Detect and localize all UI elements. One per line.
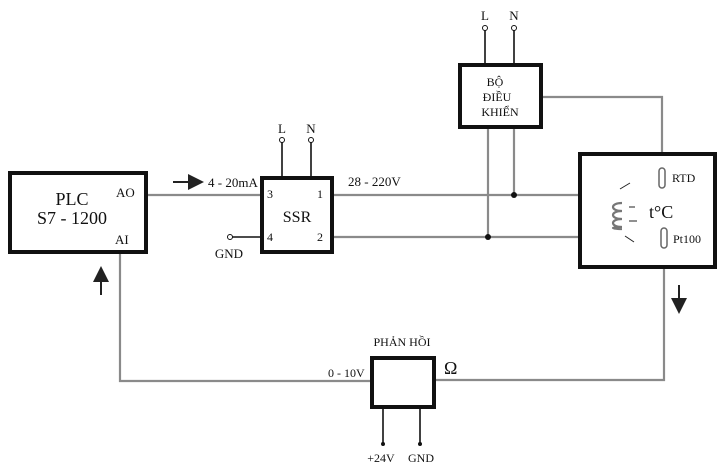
junction-dot [511,192,517,198]
rtd-sensor-icon [658,167,666,189]
pt100-wire [434,248,666,382]
controller-l-label: L [481,8,489,23]
gnd-terminal-icon [227,234,233,240]
plc-ai-label: AI [115,232,129,247]
signal-label: 4 - 20mA [208,175,258,190]
ssr-pin-2: 2 [317,230,323,244]
oven-box [578,152,717,269]
terminal-icon [279,137,285,143]
ssr-gnd-label: GND [215,246,243,261]
plc-model: S7 - 1200 [37,208,107,228]
terminal-icon [418,442,422,446]
ohm-symbol: Ω [444,358,457,378]
controller-label-1: BỘ [487,75,504,89]
feedback-gnd-label: GND [408,451,434,465]
terminal-icon [308,137,314,143]
pt100-label: Pt100 [673,232,701,246]
feedback-output-label: 0 - 10V [328,366,365,380]
heater-coil-icon [611,201,623,231]
rtd-wire [541,95,664,168]
terminal-icon [482,25,488,31]
ssr-pin-1: 1 [317,187,323,201]
ssr-l-label: L [278,121,286,136]
plc-title: PLC [55,189,88,209]
controller-box [458,63,543,129]
controller-label-2: ĐIỀU [483,89,512,104]
feedback-box [370,356,436,409]
terminal-icon [511,25,517,31]
plc-box [8,171,148,254]
feedback-title: PHẢN HỒI [374,334,431,349]
ssr-box [260,176,334,254]
controller-n-label: N [509,8,519,23]
feedback-wire [118,253,371,383]
junction-dot [485,234,491,240]
load-voltage-label: 28 - 220V [348,174,401,189]
supply-label: +24V [367,451,395,465]
terminal-icon [381,442,385,446]
ssr-pin-4: 4 [267,230,273,244]
oven-temp-label: t°C [649,202,673,222]
plc-ao-label: AO [116,185,135,200]
ssr-title: SSR [283,209,312,226]
pt100-sensor-icon [660,227,668,249]
ssr-pin-3: 3 [267,187,273,201]
rtd-label: RTD [672,171,696,185]
controller-label-3: KHIỂN [481,104,519,119]
ssr-n-label: N [306,121,316,136]
